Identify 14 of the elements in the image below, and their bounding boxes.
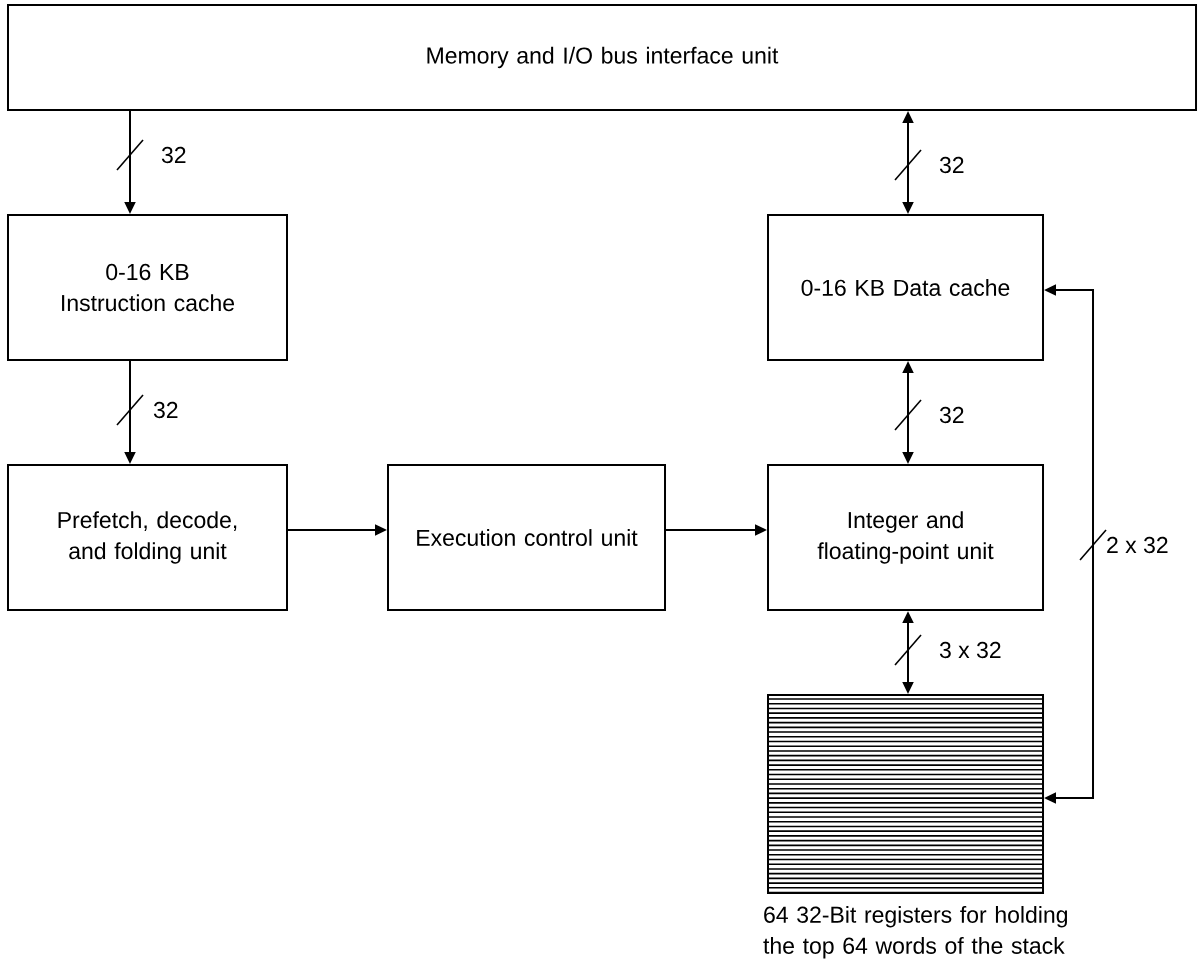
register-stack-drawing <box>767 694 1044 894</box>
unit-box: Prefetch, decode, and folding unit <box>7 464 288 611</box>
bus-width-label: 32 <box>939 156 964 174</box>
unit-box: Memory and I/O bus interface unit <box>7 4 1197 111</box>
bus-width-label: 2 x 32 <box>1107 536 1168 554</box>
bus-width-label: 32 <box>161 146 186 164</box>
unit-box: Execution control unit <box>387 464 666 611</box>
unit-box: 0-16 KB Data cache <box>767 214 1044 361</box>
bus-width-label: 32 <box>939 406 964 424</box>
unit-box: 0-16 KB Instruction cache <box>7 214 288 361</box>
unit-box: Integer and floating-point unit <box>767 464 1044 611</box>
register-caption: 64 32-Bit registers for holding the top 64 words of the stack <box>763 906 1067 959</box>
bus-width-label: 32 <box>153 401 178 419</box>
bus-width-label: 3 x 32 <box>939 641 1001 659</box>
